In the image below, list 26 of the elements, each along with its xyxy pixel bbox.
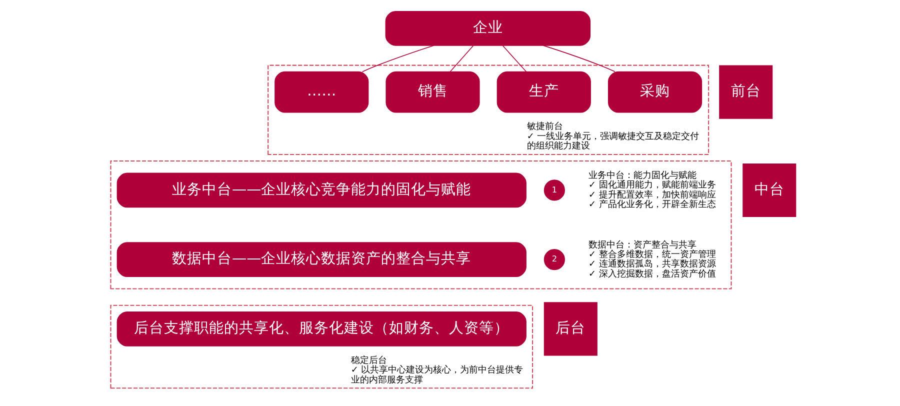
node-box: 后台: [544, 302, 598, 356]
cluster: [110, 160, 732, 290]
node-box: ……: [274, 71, 369, 113]
node-box: 中台: [742, 163, 796, 217]
node-box: 生产: [496, 71, 591, 113]
node-label: ✓ 产品化业务化，开辟全新生态: [588, 200, 716, 210]
node-label: ✓ 提升配置效率，加快前端响应: [588, 190, 716, 200]
connector: [362, 45, 434, 72]
node-label: ✓ 整合多维数据，统一资产管理: [588, 250, 716, 260]
connector: [502, 45, 527, 72]
node-label: 业务中台：能力固化与赋能: [588, 170, 697, 181]
node-label: ✓ 连通数据孤岛，共享数据资源: [588, 260, 716, 270]
node-box: 业务中台——企业核心竞争能力的固化与赋能: [116, 172, 526, 208]
node-circle: 1: [544, 180, 565, 201]
node-box: 采购: [608, 71, 702, 113]
node-label: ✓ 固化通用能力，赋能前端业务: [588, 180, 716, 191]
node-circle: 2: [544, 249, 565, 270]
node-label: ✓ 深入挖掘数据，盘活资产价值: [588, 269, 716, 280]
connector: [450, 45, 474, 72]
node-box: 数据中台——企业核心数据资产的整合与共享: [116, 242, 526, 278]
connector: [542, 45, 616, 72]
node-box: 后台支撑职能的共享化、服务化建设（如财务、人资等）: [116, 312, 526, 346]
node-box: 企业: [385, 10, 591, 46]
node-box: 销售: [386, 71, 480, 113]
node-label: 数据中台：资产整合与共享: [588, 240, 697, 250]
node-box: 前台: [719, 65, 773, 119]
